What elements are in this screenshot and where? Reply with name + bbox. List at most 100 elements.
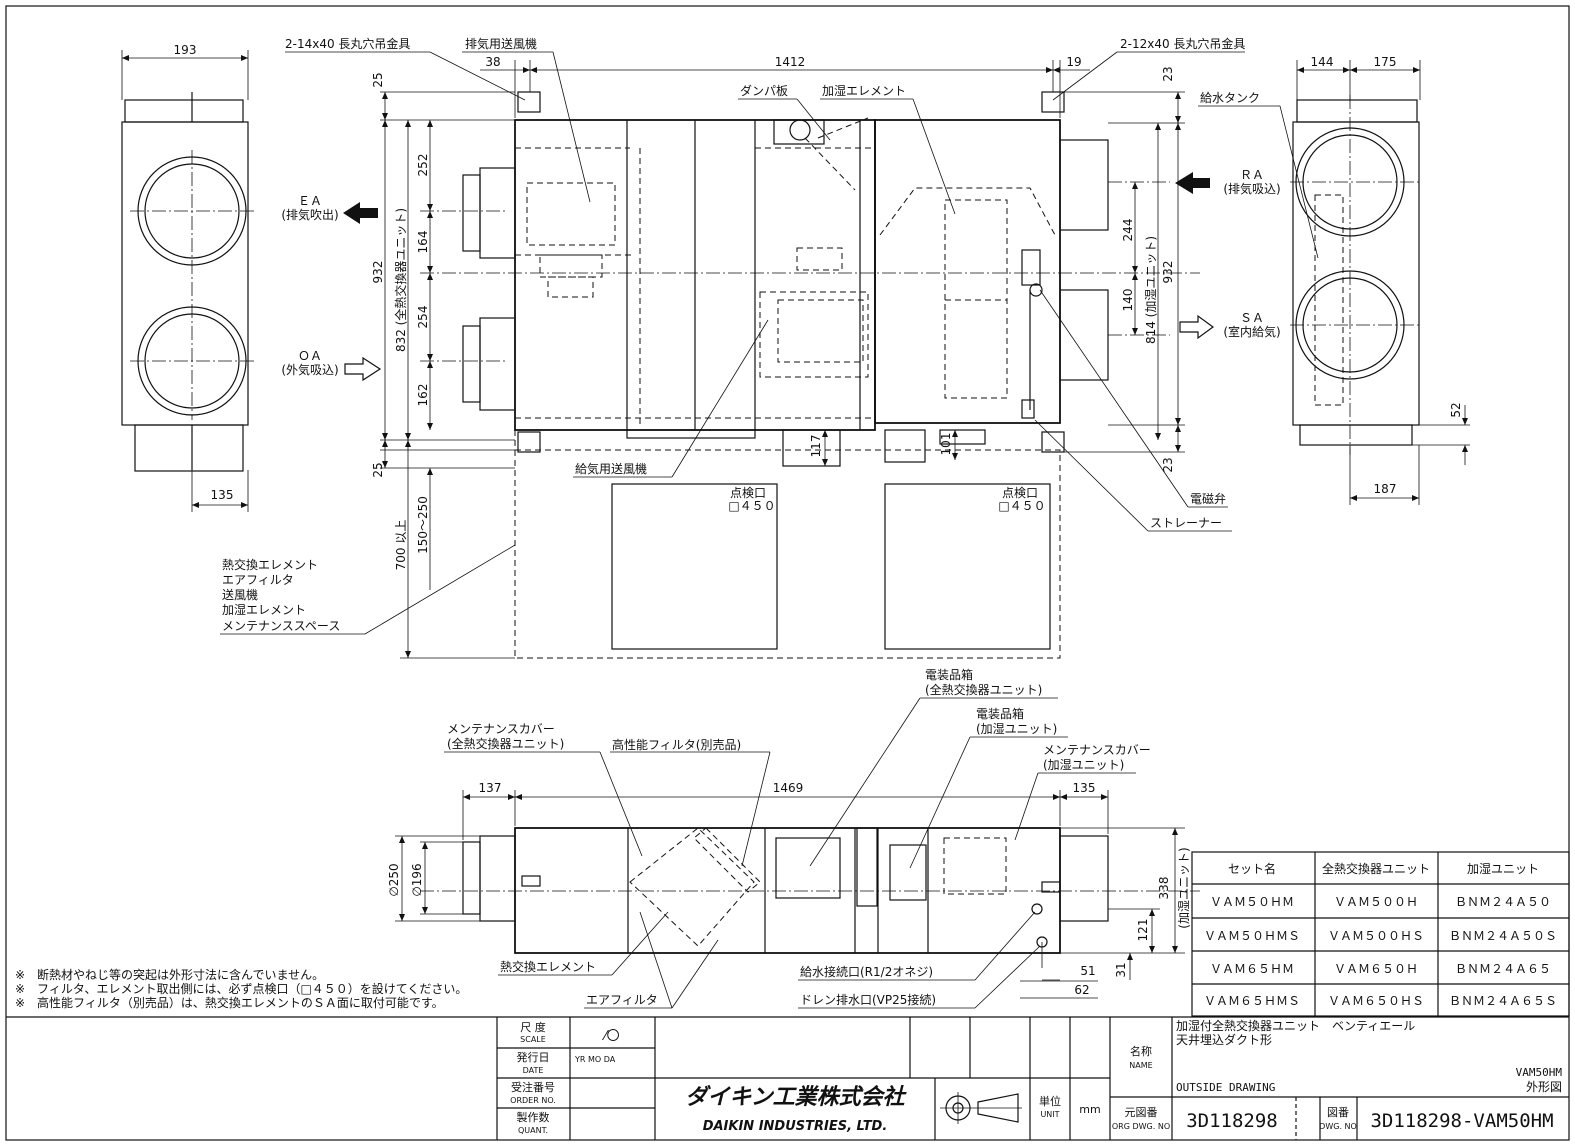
label-elec-box2: 電装品箱 [976,706,1024,721]
date-en: DATE [523,1066,544,1075]
ra-desc: (排気吸込) [1223,181,1280,196]
plan-labels: 2-14x40 長丸穴吊金具 排気用送風機 2-12x40 長丸穴吊金具 ダンパ… [220,36,1245,635]
flow-labels-right: ＲＡ (排気吸込) ＳＡ (室内給気) [1175,168,1281,340]
label-maint-cover1: メンテナンスカバー [447,722,555,736]
dim-175: 175 [1374,55,1397,69]
label-water-tank: 給水タンク [1200,91,1260,105]
table-cell: ＶＡＭ６５ＨＭＳ [1204,994,1300,1008]
company-name-en: DAIKIN INDUSTRIES, LTD. [703,1119,888,1134]
inspection1-size: □４５０ [728,499,775,513]
table-cell: ＶＡＭ５０ＨＭ [1210,895,1294,909]
flow-labels-left: ＥＡ (排気吹出) ＯＡ (外気吸込) [281,194,382,382]
dim-62: 62 [1074,983,1089,997]
dim-187: 187 [1374,482,1397,496]
ea-arrow [343,202,378,224]
plan-dimensions: 38 1412 19 25 932 25 832 (全熱交換器ユニット) 252… [371,55,1185,659]
maint-item-4: 加湿エレメント [222,602,306,617]
label-drain: ドレン排水口(VP25接続) [800,992,936,1007]
dim-932-right: 932 [1161,261,1175,284]
table-cell: ＶＡＭ６５０ＨＳ [1328,994,1424,1008]
dim-19: 19 [1066,55,1081,69]
dim-137: 137 [479,781,502,795]
side-view [420,827,1200,968]
note-2: ※ フィルタ、エレメント取出側には、必ず点検口（□４５０）を設けてください。 [15,981,467,996]
drawing-type: 外形図 [1526,1080,1562,1094]
notes: ※ 断熱材やねじ等の突起は外形寸法に含んでいません。 ※ フィルタ、エレメント取… [15,967,467,1010]
label-humid-element: 加湿エレメント [822,83,906,98]
table-cell: ＶＡＭ５００ＨＳ [1328,929,1424,943]
table-cell: ＶＡＭ５００Ｈ [1334,895,1418,909]
oa-arrow [344,356,382,382]
dim-164: 164 [416,231,430,254]
ea-desc: (排気吹出) [281,207,338,222]
dim-52: 52 [1449,402,1463,417]
name-en: NAME [1129,1061,1152,1070]
unit-jp: 単位 [1039,1094,1061,1108]
label-hp-filter: 高性能フィルタ(別売品) [612,737,741,752]
order-en: ORDER NO. [510,1096,556,1105]
quant-en: QUANT. [518,1126,548,1135]
sa-code: ＳＡ [1240,311,1264,325]
table-cell: ＢＮＭ２４Ａ５０ [1455,895,1551,909]
dim-hum-unit: (加湿ユニット) [1176,847,1191,928]
inspection1-label: 点検口 [730,486,766,500]
org-dwg-en: ORG DWG. NO [1112,1122,1170,1131]
order-jp: 受注番号 [511,1080,555,1094]
label-supply-fan: 給気用送風機 [575,461,647,476]
label-water-conn: 給水接続口(R1/2オネジ) [800,964,933,979]
dim-932-left: 932 [371,261,385,284]
dim-51: 51 [1080,964,1095,978]
left-side-view: 193 135 [121,43,254,512]
dim-23-top: 23 [1161,66,1175,81]
plan-view [420,91,1200,659]
ra-code: ＲＡ [1240,168,1264,182]
label-solenoid: 電磁弁 [1190,491,1226,506]
side-labels: 電装品箱 (全熱交換器ユニット) 電装品箱 (加湿ユニット) メンテナンスカバー… [444,667,1151,1009]
note-1: ※ 断熱材やねじ等の突起は外形寸法に含んでいません。 [15,967,324,982]
org-dwg-jp: 元図番 [1125,1106,1158,1119]
table-header-set: セット名 [1228,861,1276,876]
dim-135-side: 135 [1073,781,1096,795]
dim-832: 832 (全熱交換器ユニット) [393,208,408,352]
company-name-jp: ダイキン工業株式会社 [685,1084,907,1110]
model-number: VAM50HM [1516,1066,1563,1079]
ra-arrow [1175,172,1210,194]
table-cell: ＢＮＭ２４Ａ６５ [1455,962,1551,976]
unit-value: mm [1079,1103,1100,1116]
table-cell: ＶＡＭ６５０Ｈ [1334,962,1418,976]
table-header-humid: 加湿ユニット [1467,861,1539,876]
drawing-frame [5,5,1570,1141]
maint-item-5: メンテナンススペース [222,619,340,633]
dim-140: 140 [1121,289,1135,312]
dim-814: 814 (加湿ユニット) [1143,236,1158,344]
label-air-filter: エアフィルタ [586,993,658,1007]
label-elec-box2-sub: (加湿ユニット) [976,721,1057,736]
maint-item-1: 熱交換エレメント [222,557,318,572]
table-header-unit: 全熱交換器ユニット [1322,861,1430,876]
dim-25-top: 25 [371,72,385,87]
table-cell: ＢＮＭ２４Ａ５０Ｓ [1449,929,1557,943]
unit-en: UNIT [1040,1110,1059,1119]
label-exhaust-fan: 排気用送風機 [465,36,537,51]
dim-121: 121 [1136,919,1150,942]
ea-code: ＥＡ [298,194,322,208]
dim-144: 144 [1311,55,1334,69]
scale-en: SCALE [520,1035,546,1044]
dim-dia250: ∅250 [387,863,401,896]
sa-desc: (室内給気) [1223,324,1280,339]
label-maint-cover2-sub: (加湿ユニット) [1043,757,1124,772]
dim-1469: 1469 [773,781,804,795]
dwg-jp: 図番 [1327,1106,1349,1119]
label-maint-cover2: メンテナンスカバー [1043,743,1151,757]
sa-arrow [1179,314,1215,340]
side-dimensions: 137 1469 135 ∅250 ∅196 338 (加湿ユニット) 121 … [387,781,1191,999]
dim-135-left: 135 [211,488,234,502]
maint-item-2: エアフィルタ [222,573,294,587]
projection-symbol [940,1092,1022,1124]
label-elec-box1: 電装品箱 [925,667,973,682]
dim-700: 700 以上 [394,520,408,571]
oa-desc: (外気吸込) [281,362,338,377]
right-side-view: 144 175 52 187 給水タンク [1198,55,1470,505]
note-3: ※ 高性能フィルタ（別売品）は、熱交換エレメントのＳＡ面に取付可能です。 [15,995,444,1010]
